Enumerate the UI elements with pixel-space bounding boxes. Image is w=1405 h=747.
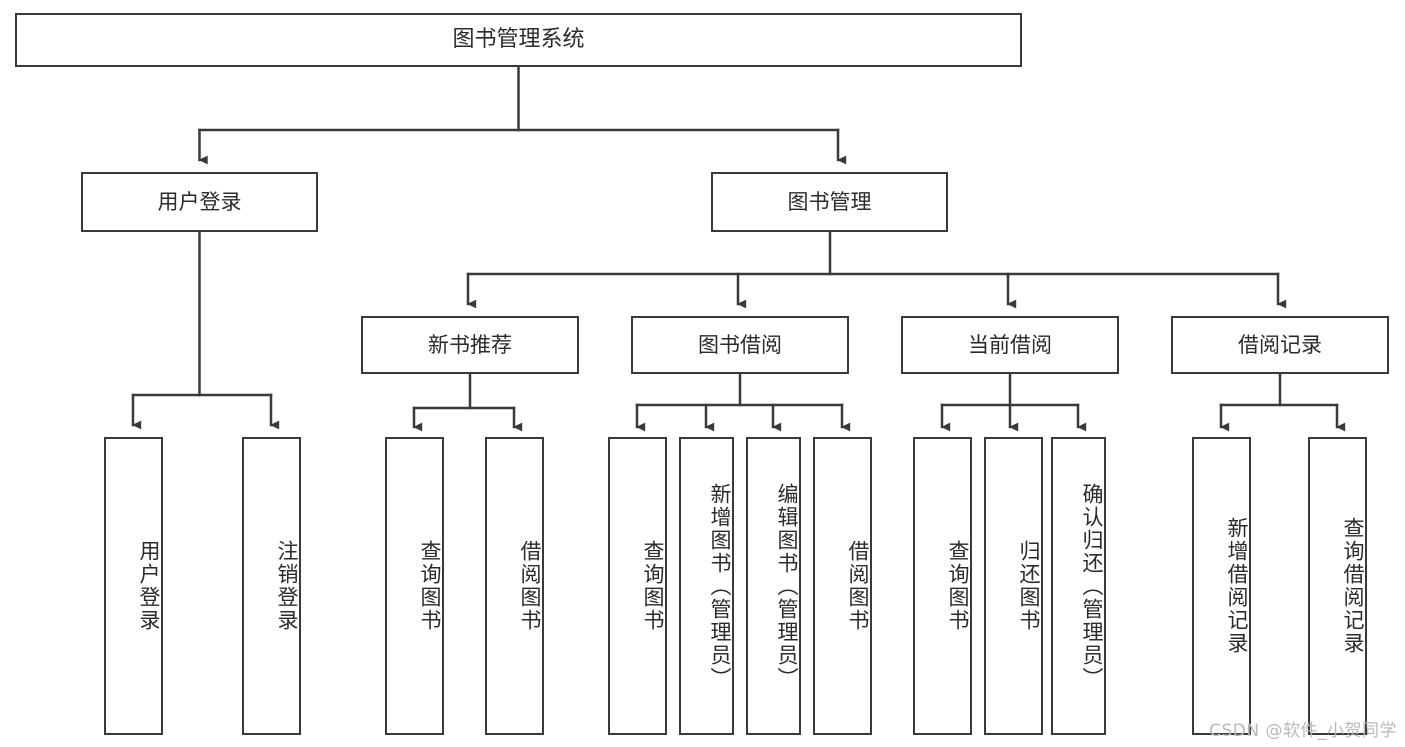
- node-leaf-return-book[interactable]: 归还图书: [984, 437, 1043, 735]
- node-leaf-add-record-label: 新增借阅记录: [1225, 517, 1249, 655]
- node-current-borrow[interactable]: 当前借阅: [901, 316, 1119, 374]
- node-leaf-borrow-book-2-label: 借阅图书: [846, 540, 870, 632]
- node-leaf-user-login-label: 用户登录: [137, 540, 161, 632]
- node-leaf-query-book-1[interactable]: 查询图书: [385, 437, 444, 735]
- node-borrow-record-label: 借阅记录: [1238, 332, 1322, 357]
- node-leaf-query-record[interactable]: 查询借阅记录: [1308, 437, 1367, 735]
- node-leaf-query-book-3-label: 查询图书: [946, 540, 970, 632]
- node-user-login-label: 用户登录: [157, 189, 242, 214]
- node-leaf-query-record-label: 查询借阅记录: [1341, 517, 1365, 655]
- node-book-management-label: 图书管理: [787, 189, 872, 214]
- node-new-book-recommend[interactable]: 新书推荐: [361, 316, 579, 374]
- node-leaf-query-book-2[interactable]: 查询图书: [608, 437, 667, 735]
- node-leaf-query-book-1-label: 查询图书: [418, 540, 442, 632]
- node-leaf-confirm-return-label: 确认归还（管理员）: [1080, 482, 1104, 690]
- node-book-borrow-label: 图书借阅: [698, 332, 782, 357]
- node-leaf-add-book[interactable]: 新增图书（管理员）: [679, 437, 734, 735]
- node-new-book-recommend-label: 新书推荐: [428, 332, 512, 357]
- node-book-management[interactable]: 图书管理: [711, 172, 948, 232]
- node-leaf-return-book-label: 归还图书: [1017, 540, 1041, 632]
- node-leaf-borrow-book-2[interactable]: 借阅图书: [813, 437, 872, 735]
- watermark: CSDN @软件_小贺同学: [1209, 721, 1397, 741]
- node-root-label: 图书管理系统: [452, 27, 585, 53]
- node-leaf-add-book-label: 新增图书（管理员）: [708, 482, 732, 690]
- node-leaf-add-record[interactable]: 新增借阅记录: [1192, 437, 1251, 735]
- node-leaf-edit-book[interactable]: 编辑图书（管理员）: [746, 437, 801, 735]
- node-leaf-query-book-2-label: 查询图书: [641, 540, 665, 632]
- node-leaf-logout-label: 注销登录: [275, 540, 299, 632]
- node-leaf-user-login[interactable]: 用户登录: [104, 437, 163, 735]
- node-current-borrow-label: 当前借阅: [968, 332, 1052, 357]
- node-leaf-query-book-3[interactable]: 查询图书: [913, 437, 972, 735]
- node-leaf-borrow-book-1-label: 借阅图书: [518, 540, 542, 632]
- node-root[interactable]: 图书管理系统: [15, 13, 1022, 67]
- node-book-borrow[interactable]: 图书借阅: [631, 316, 849, 374]
- node-borrow-record[interactable]: 借阅记录: [1171, 316, 1389, 374]
- node-user-login[interactable]: 用户登录: [81, 172, 318, 232]
- node-leaf-borrow-book-1[interactable]: 借阅图书: [485, 437, 544, 735]
- node-leaf-logout[interactable]: 注销登录: [242, 437, 301, 735]
- node-leaf-edit-book-label: 编辑图书（管理员）: [775, 482, 799, 690]
- node-leaf-confirm-return[interactable]: 确认归还（管理员）: [1051, 437, 1106, 735]
